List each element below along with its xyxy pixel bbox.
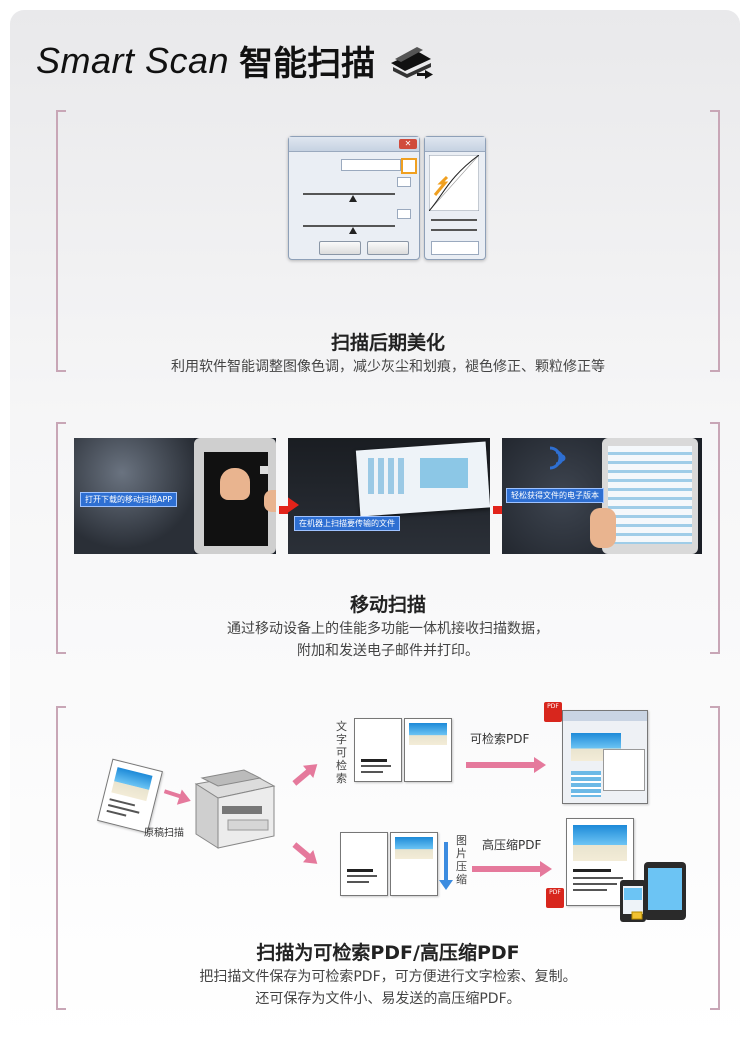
ok-button[interactable] <box>319 241 361 255</box>
photo-open-app: 打开下载的移动扫描APP <box>74 438 276 554</box>
cancel-button[interactable] <box>367 241 409 255</box>
curve-slider[interactable] <box>431 219 477 221</box>
searchable-text-page <box>354 718 402 782</box>
scanner-icon <box>391 46 434 79</box>
caption: 在机器上扫描要传输的文件 <box>294 516 400 531</box>
pdf-viewer-window <box>562 710 648 804</box>
bracket-right <box>710 110 720 372</box>
bracket-right <box>710 706 720 1010</box>
curve-field[interactable] <box>431 241 479 255</box>
arrow-right-icon <box>466 757 546 773</box>
image-compress-label: 图片压缩 <box>456 834 467 886</box>
arrow-icon <box>163 789 183 799</box>
page: Smart Scan 智能扫描 ✕ <box>10 10 740 1043</box>
bracket-right <box>710 422 720 654</box>
channel-select[interactable] <box>341 159 401 171</box>
arrow-right-icon <box>288 496 299 514</box>
bracket-left <box>56 110 66 372</box>
pdf-icon: PDF <box>546 888 564 908</box>
arrow-down-icon <box>444 842 448 882</box>
brightness-contrast-dialog: ✕ <box>288 136 420 260</box>
searchable-image-page <box>404 718 452 782</box>
original-scan-label: 原稿扫描 <box>144 828 184 839</box>
page-header: Smart Scan 智能扫描 <box>36 36 435 85</box>
compressed-image-page <box>390 832 438 896</box>
title-english: Smart Scan <box>36 39 230 81</box>
brightness-thumb[interactable] <box>349 195 357 202</box>
mobile-devices-icon <box>620 862 686 922</box>
bracket-left <box>56 706 66 1010</box>
tone-curve-dialog <box>424 136 486 260</box>
section-post-scan-enhancement: ✕ 扫描后期美化 利用软件智能调整图像色调， <box>56 110 720 375</box>
section-description-line1: 把扫描文件保存为可检索PDF，可方便进行文字检索、复制。 <box>199 969 577 985</box>
arrow-down-icon <box>292 842 312 860</box>
tone-curve-graph[interactable] <box>429 155 479 211</box>
curve-titlebar <box>425 137 485 152</box>
bracket-left <box>56 422 66 654</box>
arrow-right-icon <box>472 861 552 877</box>
curve-slider-2[interactable] <box>431 229 477 231</box>
section-title: 扫描为可检索PDF/高压缩PDF <box>256 942 520 964</box>
searchable-pdf-label: 可检索PDF <box>470 732 530 746</box>
photo-scan-document: 在机器上扫描要传输的文件 <box>288 438 490 554</box>
section-description-line1: 通过移动设备上的佳能多功能一体机接收扫描数据， <box>227 621 549 637</box>
section-mobile-scan: 打开下载的移动扫描APP 在机器上扫描要传输的文件 轻松获得文件的电子版本 <box>56 422 720 659</box>
close-icon[interactable]: ✕ <box>399 139 417 149</box>
photo-electronic-document: 轻松获得文件的电子版本 <box>502 438 702 554</box>
section-searchable-pdf: 原稿扫描 文字可检索 可检索PDF PDF <box>56 702 720 1010</box>
text-searchable-label: 文字可检索 <box>336 720 347 785</box>
printer-icon <box>194 769 276 849</box>
pdf-icon: PDF <box>544 702 562 722</box>
caption: 轻松获得文件的电子版本 <box>506 488 604 503</box>
contrast-thumb[interactable] <box>349 227 357 234</box>
section-title: 扫描后期美化 <box>330 332 445 354</box>
arrow-down-tip <box>439 880 453 890</box>
caption: 打开下载的移动扫描APP <box>80 492 178 507</box>
brightness-slider[interactable] <box>303 193 395 195</box>
arrow-up-icon <box>292 768 312 786</box>
section-description-line2: 附加和发送电子邮件并打印。 <box>297 643 479 659</box>
contrast-slider[interactable] <box>303 225 395 227</box>
section-description-line2: 还可保存为文件小、易发送的高压缩PDF。 <box>255 991 521 1007</box>
wifi-icon <box>549 446 566 470</box>
title-chinese: 智能扫描 <box>239 44 376 84</box>
brightness-value[interactable] <box>397 177 411 187</box>
dialog-titlebar <box>289 137 419 152</box>
compressed-pdf-label: 高压缩PDF <box>482 838 542 852</box>
compressed-text-page <box>340 832 388 896</box>
section-description: 利用软件智能调整图像色调，减少灰尘和划痕，褪色修正、颗粒修正等 <box>171 359 605 375</box>
channel-select-arrow[interactable] <box>401 158 417 174</box>
original-document <box>97 758 163 834</box>
contrast-value[interactable] <box>397 209 411 219</box>
section-title: 移动扫描 <box>349 594 426 616</box>
